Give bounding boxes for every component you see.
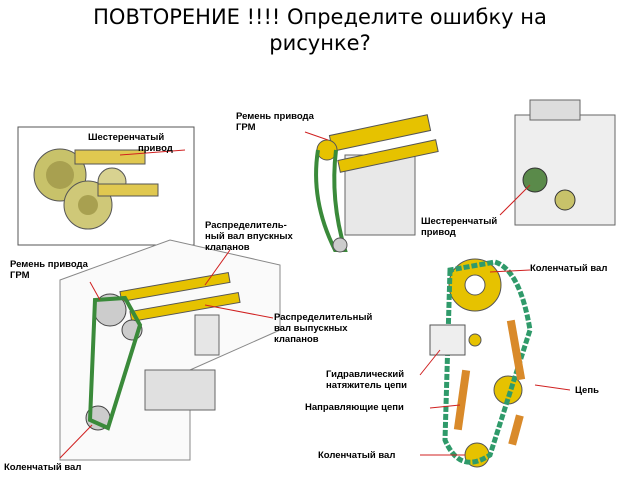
- label-chain: Цепь: [575, 385, 599, 396]
- label-gear-drive-top: Шестеренчатый привод: [88, 132, 173, 154]
- label-crankshaft-right-bottom: Коленчатый вал: [318, 450, 396, 461]
- engine-gear-drive-right: [514, 99, 616, 226]
- page-title: ПОВТОРЕНИЕ !!!! Определите ошибку на рис…: [0, 4, 640, 56]
- engine-belt-drive-left: [59, 239, 281, 461]
- label-crankshaft-left: Коленчатый вал: [4, 462, 82, 473]
- chain-drive: [429, 258, 533, 468]
- label-exhaust-camshaft: Распределительный вал выпускных клапанов: [274, 312, 373, 345]
- leader-lines: [59, 131, 571, 459]
- label-gear-drive-right: Шестеренчатый привод: [421, 216, 498, 238]
- label-belt-top: Ремень привода ГРМ: [236, 111, 314, 133]
- label-crankshaft-right-top: Коленчатый вал: [530, 263, 608, 274]
- title-line-2: рисунке?: [269, 31, 371, 55]
- label-intake-camshaft: Распределитель- ный вал впускных клапано…: [205, 220, 293, 253]
- engine-belt-drive-top: [314, 114, 439, 253]
- gear-drive-inset: [17, 126, 195, 246]
- label-chain-guides: Направляющие цепи: [305, 402, 404, 413]
- label-hydraulic-tensioner: Гидравлический натяжитель цепи: [326, 369, 407, 391]
- label-belt-left: Ремень привода ГРМ: [10, 259, 88, 281]
- title-line-1: ПОВТОРЕНИЕ !!!! Определите ошибку на: [93, 5, 547, 29]
